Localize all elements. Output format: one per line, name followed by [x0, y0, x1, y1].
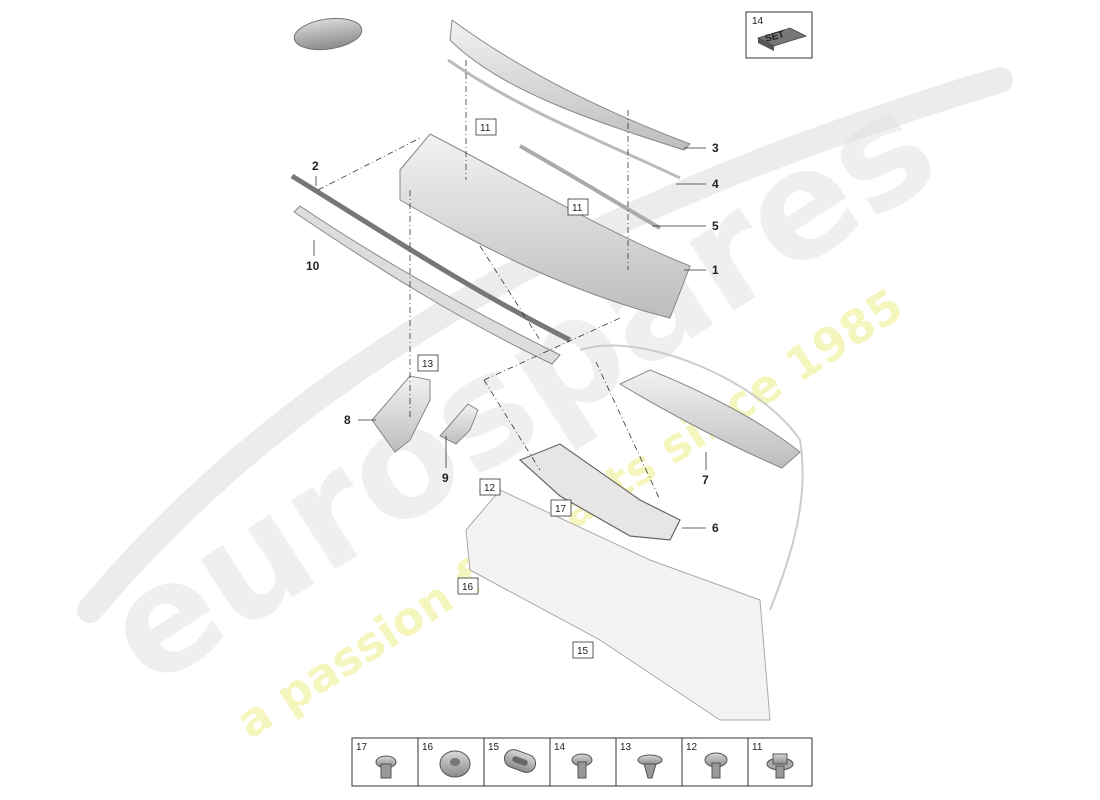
svg-text:11: 11	[572, 203, 583, 214]
callout-leaders	[313, 147, 707, 529]
boxed-callout-11b: 11	[567, 198, 589, 216]
watermark-brand: eurospares	[75, 58, 965, 720]
spoiler-mechanism	[518, 443, 681, 541]
boxed-callout-16: 16	[457, 577, 479, 595]
boxed-callout-11a: 11	[475, 118, 497, 136]
rear-body-panel	[465, 489, 771, 721]
set-box-number: 14	[752, 16, 764, 27]
callout-7: 7	[702, 473, 709, 487]
legend-number: 17	[356, 742, 368, 753]
boxed-callout-17: 17	[550, 499, 572, 517]
legend-number: 15	[488, 742, 500, 753]
svg-text:17: 17	[555, 504, 567, 515]
clip-icon	[637, 754, 663, 779]
boxed-callout-13: 13	[417, 354, 439, 372]
callout-3: 3	[712, 141, 719, 155]
engine-cover	[618, 369, 801, 469]
callout-2: 2	[312, 159, 319, 173]
body-frame-outline	[579, 344, 804, 611]
seal-strip	[447, 58, 681, 180]
svg-text:11: 11	[480, 123, 491, 134]
callout-6: 6	[712, 521, 719, 535]
screw-icon	[704, 752, 728, 779]
set-box: 14 SET	[745, 11, 813, 59]
rear-spoiler	[399, 133, 691, 319]
legend-number: 16	[422, 742, 434, 753]
callout-8: 8	[344, 413, 351, 427]
svg-text:15: 15	[577, 646, 589, 657]
rubber-cap	[293, 17, 363, 51]
callout-4: 4	[712, 177, 719, 191]
legend-number: 14	[554, 742, 566, 753]
boxed-callout-12: 12	[479, 478, 501, 496]
boxed-callout-15: 15	[572, 641, 594, 659]
callout-1: 1	[712, 263, 719, 277]
seal-icon	[503, 749, 537, 773]
callout-10: 10	[306, 259, 320, 273]
legend-number: 13	[620, 742, 632, 753]
spoiler-cover	[449, 19, 691, 151]
svg-text:16: 16	[462, 582, 474, 593]
bracket-right	[439, 403, 479, 445]
callout-9: 9	[442, 471, 449, 485]
set-box-text: SET	[764, 29, 786, 45]
leader-lines	[317, 60, 661, 501]
svg-text:13: 13	[422, 359, 434, 370]
trim-strip	[519, 144, 661, 230]
callout-5: 5	[712, 219, 719, 233]
gasket	[293, 205, 561, 365]
svg-text:12: 12	[484, 483, 496, 494]
watermark: eurospares a passion for parts since 198…	[75, 58, 1013, 749]
flange-bolt-icon	[766, 753, 794, 779]
fastener-legend: 17 16 15 14 13 12 11	[351, 737, 813, 787]
bolt-icon	[375, 755, 397, 779]
screw-icon	[571, 753, 593, 779]
grommet-icon	[439, 750, 471, 778]
legend-number: 11	[752, 742, 763, 753]
trim-molding	[290, 173, 572, 343]
legend-number: 12	[686, 742, 698, 753]
